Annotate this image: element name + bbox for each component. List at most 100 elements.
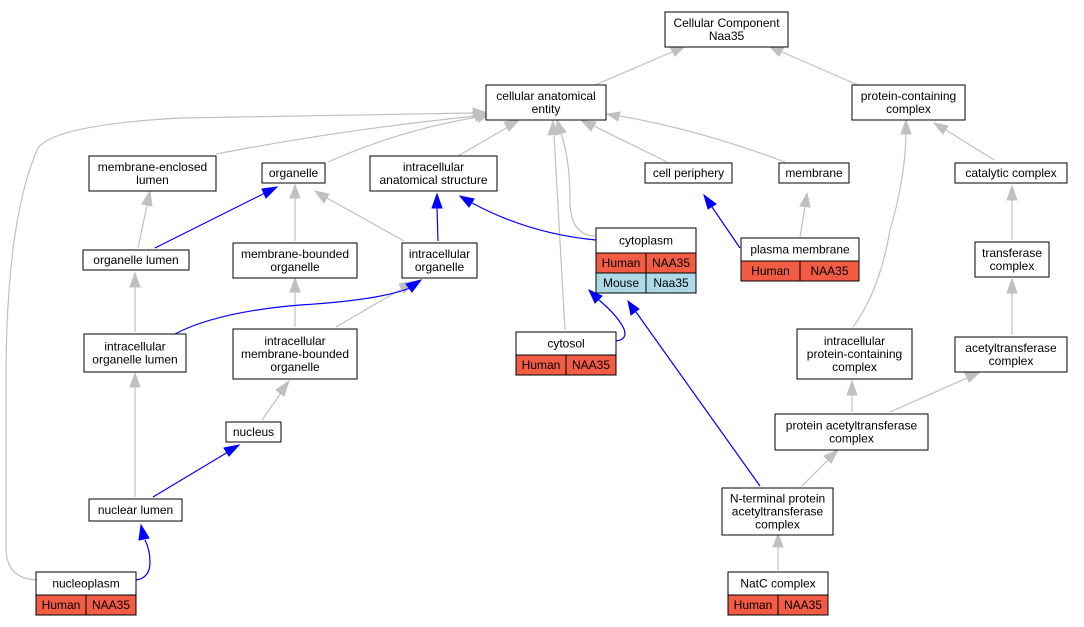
gene-cell — [777, 594, 829, 616]
edge-pm-cp — [703, 193, 741, 249]
node-label: acetyltransferase — [965, 341, 1057, 355]
node-label: catalytic complex — [965, 166, 1056, 180]
node-label: lumen — [136, 173, 169, 187]
edge-pcc-root — [767, 45, 859, 86]
edge-ntpac-cyto — [627, 299, 761, 487]
species-row: Human NAA35 — [727, 594, 829, 616]
node-label: organelle lumen — [93, 253, 178, 267]
edge-io-ias — [431, 192, 443, 242]
edge-mel-cae — [215, 110, 491, 155]
node-org[interactable]: organelle — [261, 162, 326, 184]
edge-orl-org — [154, 186, 279, 249]
node-label: protein acetyltransferase — [786, 419, 918, 433]
node-label: complex — [989, 354, 1034, 368]
node-box — [644, 162, 733, 184]
edge-cyto-cae — [555, 118, 597, 237]
gene-cell — [645, 272, 697, 294]
node-label: intracellular — [264, 334, 325, 348]
node-label: N-terminal protein — [730, 492, 825, 506]
gene-label: NAA35 — [810, 264, 848, 278]
node-label: complex — [832, 360, 877, 374]
edge-iol-orl — [129, 271, 141, 332]
node-label: nuclear lumen — [98, 503, 173, 517]
node-box — [232, 242, 358, 279]
node-box — [225, 421, 282, 443]
node-label: nucleus — [233, 425, 274, 439]
node-label: Naa35 — [709, 29, 745, 43]
edge-nuc-imbo — [261, 379, 290, 421]
gene-label: NAA35 — [572, 358, 610, 372]
node-label: cellular anatomical — [496, 89, 595, 103]
node-label: Cellular Component — [673, 16, 780, 30]
node-nl[interactable]: nuclear lumen — [88, 498, 183, 522]
edge-ipcc-pcc — [852, 118, 912, 328]
edge-orl-mel — [137, 189, 153, 249]
edge-nl-nuc — [152, 444, 241, 498]
node-box — [369, 155, 498, 192]
node-label: membrane-enclosed — [98, 160, 207, 174]
node-box — [664, 11, 789, 48]
gene-label: NAA35 — [784, 598, 822, 612]
node-label: cytoplasm — [619, 234, 673, 248]
node-box — [954, 162, 1068, 184]
node-box — [88, 155, 217, 192]
node-label: membrane-bounded — [241, 347, 349, 361]
edge-cytosol-cae — [547, 119, 566, 331]
node-label: membrane — [785, 166, 843, 180]
node-label: nucleoplasm — [52, 577, 119, 591]
edge-natc-ntpac — [772, 532, 784, 570]
node-label: intracellular — [403, 160, 464, 174]
node-label: intracellular — [824, 334, 885, 348]
node-cp[interactable]: cell periphery — [644, 162, 733, 184]
node-cat[interactable]: catalytic complex — [954, 162, 1068, 184]
species-label: Human — [522, 358, 561, 372]
node-orl[interactable]: organelle lumen — [82, 249, 190, 271]
edge-pm-mem — [799, 191, 811, 238]
node-label: complex — [886, 102, 931, 116]
node-box — [88, 498, 183, 522]
edge-imbo-mbo — [289, 276, 301, 327]
node-label: membrane-bounded — [241, 247, 349, 261]
node-label: organelle — [415, 260, 465, 274]
node-label: protein-containing — [861, 89, 956, 103]
node-box — [82, 249, 190, 271]
edge-mbo-org — [289, 183, 301, 241]
node-nuc[interactable]: nucleus — [225, 421, 282, 443]
gene-cell — [565, 354, 617, 376]
species-label: Human — [734, 598, 773, 612]
node-box — [83, 333, 187, 373]
node-label: intracellular — [104, 340, 165, 354]
node-mem[interactable]: membrane — [778, 162, 850, 184]
node-box — [796, 328, 913, 380]
node-box — [261, 162, 326, 184]
species-label: Human — [751, 264, 790, 278]
species-row: Human NAA35 — [515, 354, 617, 376]
node-ntpac[interactable]: N-terminal proteinacetyltransferasecompl… — [721, 487, 834, 536]
edge-np-cae — [5, 107, 489, 581]
edge-actc-trc — [1006, 277, 1018, 335]
node-label: protein-containing — [807, 347, 902, 361]
node-label: organelle — [270, 260, 320, 274]
species-label: Human — [602, 256, 641, 270]
edge-cp-cae — [580, 120, 668, 163]
